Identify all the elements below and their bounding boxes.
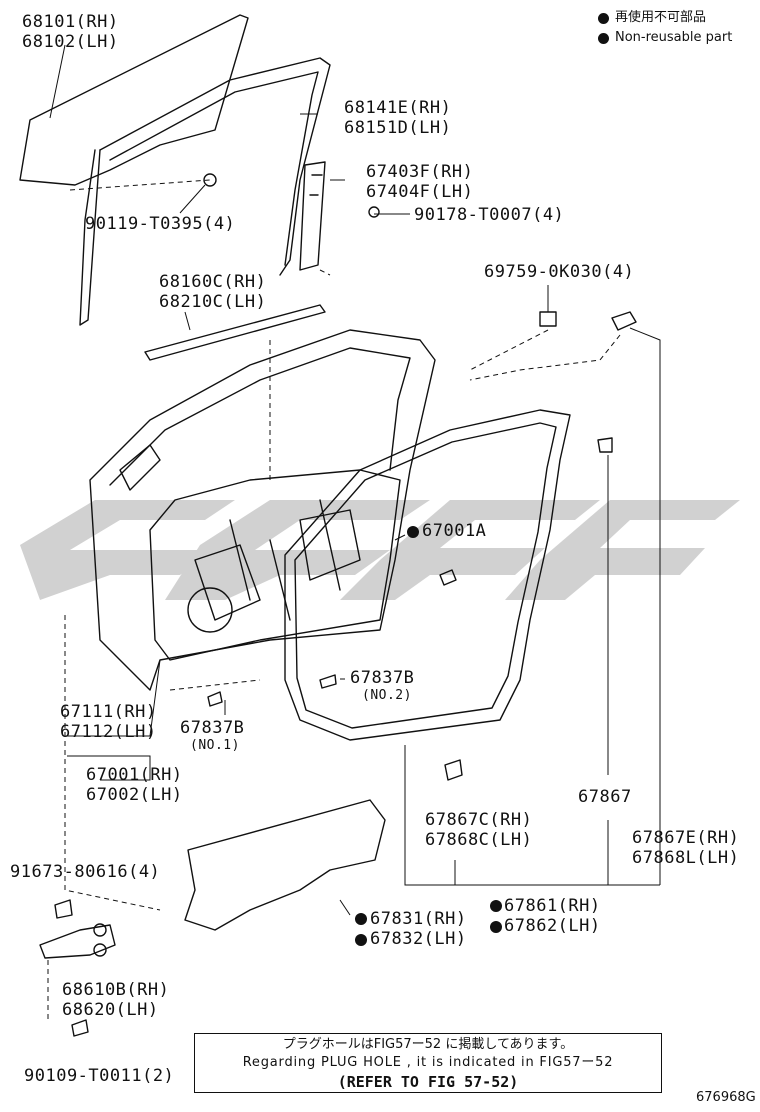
legend-jp-text: 再使用不可部品: [615, 10, 707, 25]
part-number: 90119-T0395(4): [85, 214, 236, 234]
part-number: 90178-T0007(4): [414, 205, 565, 225]
door-check: [39, 924, 116, 959]
part-label-67111[interactable]: 67111(RH) 67112(LH): [60, 702, 157, 742]
part-number: 67403F(RH): [366, 162, 474, 182]
figure-id: 676968G: [696, 1090, 756, 1105]
service-hole-cover: [184, 799, 386, 931]
glass-run-channel: [99, 57, 331, 276]
part-number: 67832(LH): [370, 929, 467, 949]
part-number: 68210C(LH): [159, 292, 267, 312]
legend: 再使用不可部品 Non-reusable part: [598, 8, 732, 48]
part-number: 67837B: [350, 668, 415, 688]
part-label-67837B-no2[interactable]: 67837B (NO.2): [350, 668, 414, 704]
part-number: 67111(RH): [60, 702, 157, 722]
legend-en-text: Non-reusable part: [615, 30, 733, 45]
belt-moulding: [144, 304, 326, 361]
part-label-69759[interactable]: 69759-0K030(4): [484, 262, 634, 282]
rear-lower-frame: [299, 161, 326, 271]
part-number: 67831(RH): [370, 909, 467, 929]
part-label-68101[interactable]: 68101(RH) 68102(LH): [22, 12, 119, 52]
part-label-68610[interactable]: 68610B(RH) 68620(LH): [62, 980, 169, 1020]
part-label-67867C[interactable]: 67867C(RH) 67868C(LH): [425, 810, 532, 850]
part-label-90178[interactable]: 90178-T0007(4): [414, 205, 564, 225]
part-number: 90109-T0011(2): [24, 1066, 175, 1086]
part-number: 67837B: [180, 718, 245, 738]
part-label-67001A[interactable]: 67001A: [422, 521, 486, 541]
part-number: 68151D(LH): [344, 118, 452, 138]
part-label-67837B-no1[interactable]: 67837B (NO.1): [180, 718, 244, 754]
part-number: 69759-0K030(4): [484, 262, 635, 282]
legend-row-jp: 再使用不可部品: [598, 8, 732, 28]
non-reusable-dot-icon: [598, 12, 609, 24]
part-number: 67867: [578, 787, 632, 807]
part-label-90119[interactable]: 90119-T0395(4): [85, 214, 235, 234]
part-label-91673[interactable]: 91673-80616(4): [10, 862, 160, 882]
part-number: 67868C(LH): [425, 830, 533, 850]
part-label-68160[interactable]: 68160C(RH) 68210C(LH): [159, 272, 266, 312]
part-number: 68101(RH): [22, 12, 119, 32]
non-reusable-dot-icon: [598, 32, 609, 44]
door-panel-outer: [89, 329, 436, 691]
part-label-67001[interactable]: 67001(RH) 67002(LH): [86, 765, 183, 805]
part-number: 67002(LH): [86, 785, 183, 805]
part-label-90109[interactable]: 90109-T0011(2): [24, 1066, 174, 1086]
part-label-67861[interactable]: 67861(RH) 67862(LH): [504, 896, 601, 936]
part-label-67867[interactable]: 67867: [578, 787, 632, 807]
note-jp-text: プラグホールはFIG57ー52 に掲載してあります。: [282, 1037, 574, 1052]
part-number: 68620(LH): [62, 1000, 159, 1020]
part-number: 67001A: [422, 521, 487, 541]
door-weatherstrip: [284, 409, 571, 741]
part-label-67403[interactable]: 67403F(RH) 67404F(LH): [366, 162, 473, 202]
part-label-67867E[interactable]: 67867E(RH) 67868L(LH): [632, 828, 739, 868]
legend-row-en: Non-reusable part: [598, 28, 732, 48]
part-number: 68160C(RH): [159, 272, 267, 292]
plug-hole-note: プラグホールはFIG57ー52 に掲載してあります。 Regarding PLU…: [194, 1033, 662, 1093]
door-inner-panel: [149, 469, 401, 661]
part-number: 68141E(RH): [344, 98, 452, 118]
part-label-68141[interactable]: 68141E(RH) 68151D(LH): [344, 98, 451, 138]
part-number: 91673-80616(4): [10, 862, 161, 882]
part-number: 67867E(RH): [632, 828, 740, 848]
part-number: 67112(LH): [60, 722, 157, 742]
part-label-67831[interactable]: 67831(RH) 67832(LH): [370, 909, 467, 949]
part-number: 67001(RH): [86, 765, 183, 785]
part-number: 67404F(LH): [366, 182, 474, 202]
part-number: 67867C(RH): [425, 810, 533, 830]
door-glass: [19, 14, 249, 186]
part-number: 68102(LH): [22, 32, 119, 52]
part-number: 67861(RH): [504, 896, 601, 916]
part-sub-label: (NO.1): [190, 738, 240, 753]
part-number: 67868L(LH): [632, 848, 740, 868]
part-sub-label: (NO.2): [362, 688, 412, 703]
note-en-text: Regarding PLUG HOLE , it is indicated in…: [242, 1055, 614, 1070]
note-refer-link[interactable]: (REFER TO FIG 57-52): [337, 1073, 519, 1091]
part-number: 68610B(RH): [62, 980, 170, 1000]
part-number: 67862(LH): [504, 916, 601, 936]
